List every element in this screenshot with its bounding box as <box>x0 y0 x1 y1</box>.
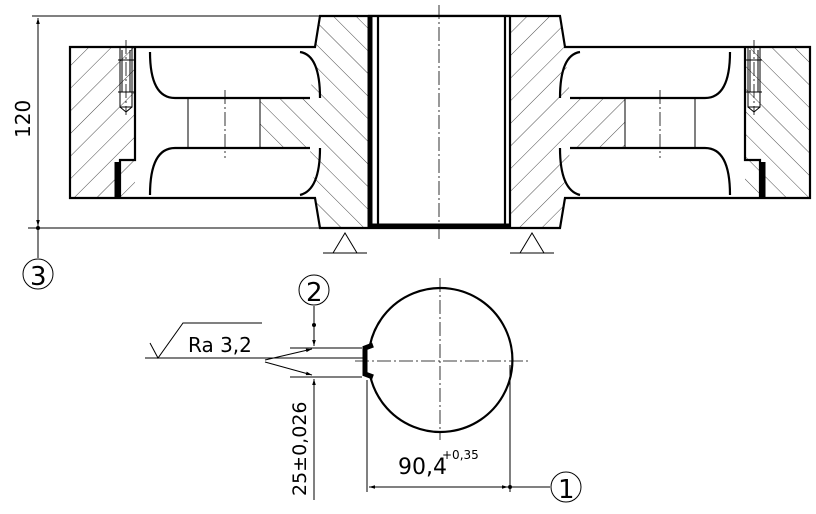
keyway-depth-label: 90,4 <box>398 455 447 480</box>
end-view <box>355 278 530 440</box>
support-right <box>510 232 554 254</box>
section-view <box>68 5 812 254</box>
right-cavity <box>570 51 732 196</box>
base-3-label: 3 <box>30 262 47 292</box>
base-1-label: 1 <box>558 475 575 505</box>
right-hub-hatch <box>510 16 570 228</box>
keyway-depth-dimension: 90,4 +0,35 <box>366 365 512 492</box>
height-label: 120 <box>11 100 35 138</box>
keyway-width-label: 25±0,026 <box>289 402 311 497</box>
height-dimension: 120 <box>11 15 320 230</box>
base-2-label: 2 <box>306 278 323 308</box>
left-cavity <box>148 51 310 196</box>
base-marker-1: 1 <box>512 471 582 505</box>
shaft-circle <box>368 286 514 434</box>
left-flange-hatch <box>70 47 135 198</box>
roughness-label: Ra 3,2 <box>188 333 252 357</box>
left-web-hatch <box>260 98 310 148</box>
roughness-symbol: Ra 3,2 <box>145 322 365 376</box>
keyway-width-dimension: 25±0,026 <box>289 320 362 500</box>
keyway-depth-tolerance: +0,35 <box>442 448 479 462</box>
base-marker-2: 2 <box>298 274 330 327</box>
support-left <box>323 232 367 254</box>
left-hub-hatch <box>310 16 368 228</box>
base-marker-3: 3 <box>22 230 54 292</box>
right-flange-hatch <box>745 47 810 198</box>
right-web-hatch <box>570 98 625 148</box>
